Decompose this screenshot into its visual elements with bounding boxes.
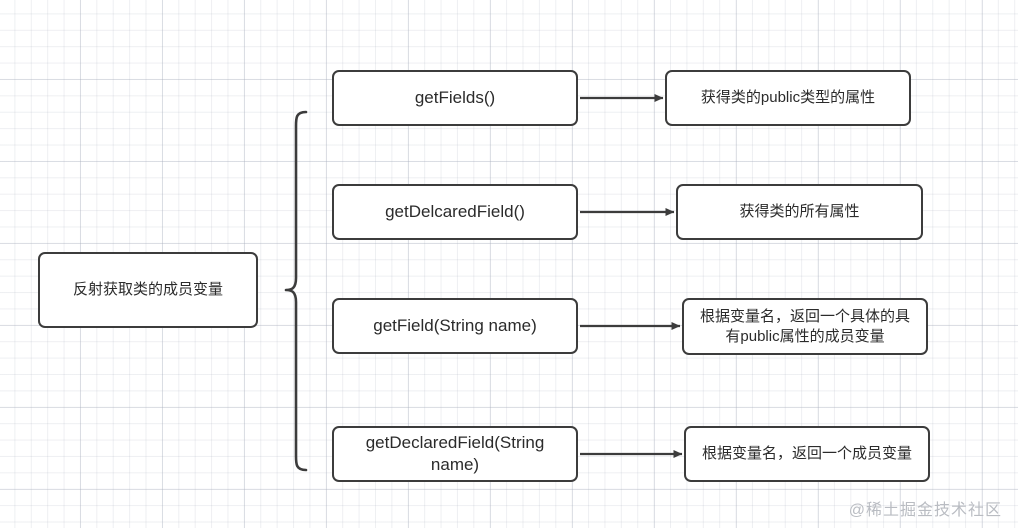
method-node-label: getDeclaredField(String name) — [365, 433, 545, 474]
description-node-label: 获得类的所有属性 — [739, 203, 860, 221]
root-node-label: 反射获取类的成员变量 — [72, 281, 223, 299]
description-node-label: 根据变量名，返回一个具体的具有public属性的成员变量 — [699, 308, 910, 345]
watermark: @稀土掘金技术社区 — [848, 502, 1002, 519]
method-node-label: getField(String name) — [373, 316, 537, 336]
method-node-get-fields[interactable]: getFields() — [332, 70, 578, 126]
description-node-single-field[interactable]: 根据变量名，返回一个成员变量 — [684, 426, 930, 482]
description-node-public-fields[interactable]: 获得类的public类型的属性 — [665, 70, 911, 126]
curly-brace-icon — [284, 110, 308, 472]
method-node-get-delcared-field[interactable]: getDelcaredField() — [332, 184, 578, 240]
description-node-label: 获得类的public类型的属性 — [700, 89, 876, 107]
method-node-get-field-string-name[interactable]: getField(String name) — [332, 298, 578, 354]
description-node-all-fields[interactable]: 获得类的所有属性 — [676, 184, 923, 240]
description-node-single-public-field[interactable]: 根据变量名，返回一个具体的具有public属性的成员变量 — [682, 298, 928, 355]
description-node-label: 根据变量名，返回一个成员变量 — [701, 445, 912, 463]
method-node-label: getDelcaredField() — [385, 202, 525, 222]
method-node-get-declared-field-string-name[interactable]: getDeclaredField(String name) — [332, 426, 578, 482]
method-node-label: getFields() — [414, 88, 496, 108]
root-node[interactable]: 反射获取类的成员变量 — [38, 252, 258, 328]
